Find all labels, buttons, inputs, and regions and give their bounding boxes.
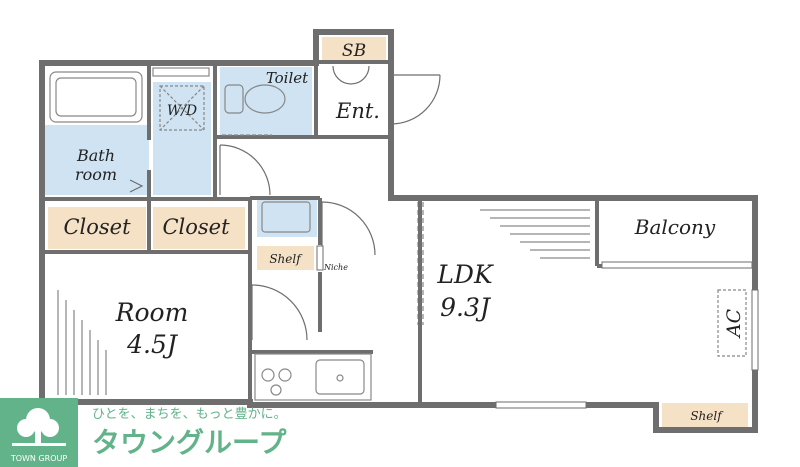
label-ac: AC (723, 308, 745, 339)
closet1-fill (48, 207, 146, 249)
ldk-steps (57, 209, 590, 395)
label-balcony: Balcony (634, 215, 716, 239)
windows (316, 245, 759, 409)
label-shelf-2: Shelf (690, 409, 724, 423)
label-toilet: Toilet (266, 69, 309, 87)
label-shelf-1: Shelf (269, 252, 303, 266)
label-closet-1: Closet (63, 215, 131, 239)
shelf2-fill (662, 403, 748, 427)
sb-fill (322, 37, 386, 62)
label-bath-room: room (75, 165, 117, 184)
tree-icon (12, 408, 66, 446)
ldk-partition (417, 202, 424, 325)
thin-lines (49, 67, 747, 401)
label-room-size: 4.5J (126, 330, 179, 359)
wd-fill (153, 82, 211, 195)
door-swings (129, 65, 441, 341)
label-room: Room (115, 298, 189, 327)
label-wd: W/D (167, 103, 197, 119)
bath-fill (45, 125, 149, 195)
logo-tagline: ひとを、まちを、もっと豊かに。 (92, 407, 287, 422)
label-ent: Ent. (335, 99, 380, 123)
label-niche: Niche (323, 263, 348, 272)
label-bath: Bath (76, 146, 115, 165)
label-ldk-size: 9.3J (440, 293, 492, 322)
shelf1-fill (257, 246, 314, 270)
label-ldk: LDK (436, 260, 494, 289)
closet2-fill (153, 207, 245, 249)
label-sb: SB (342, 41, 366, 61)
logo-small-text: TOWN GROUP (10, 454, 68, 463)
logo-name: タウングループ (92, 426, 287, 459)
toilet-fill (220, 67, 312, 137)
washbasin-fill (257, 197, 317, 237)
label-closet-2: Closet (162, 215, 230, 239)
